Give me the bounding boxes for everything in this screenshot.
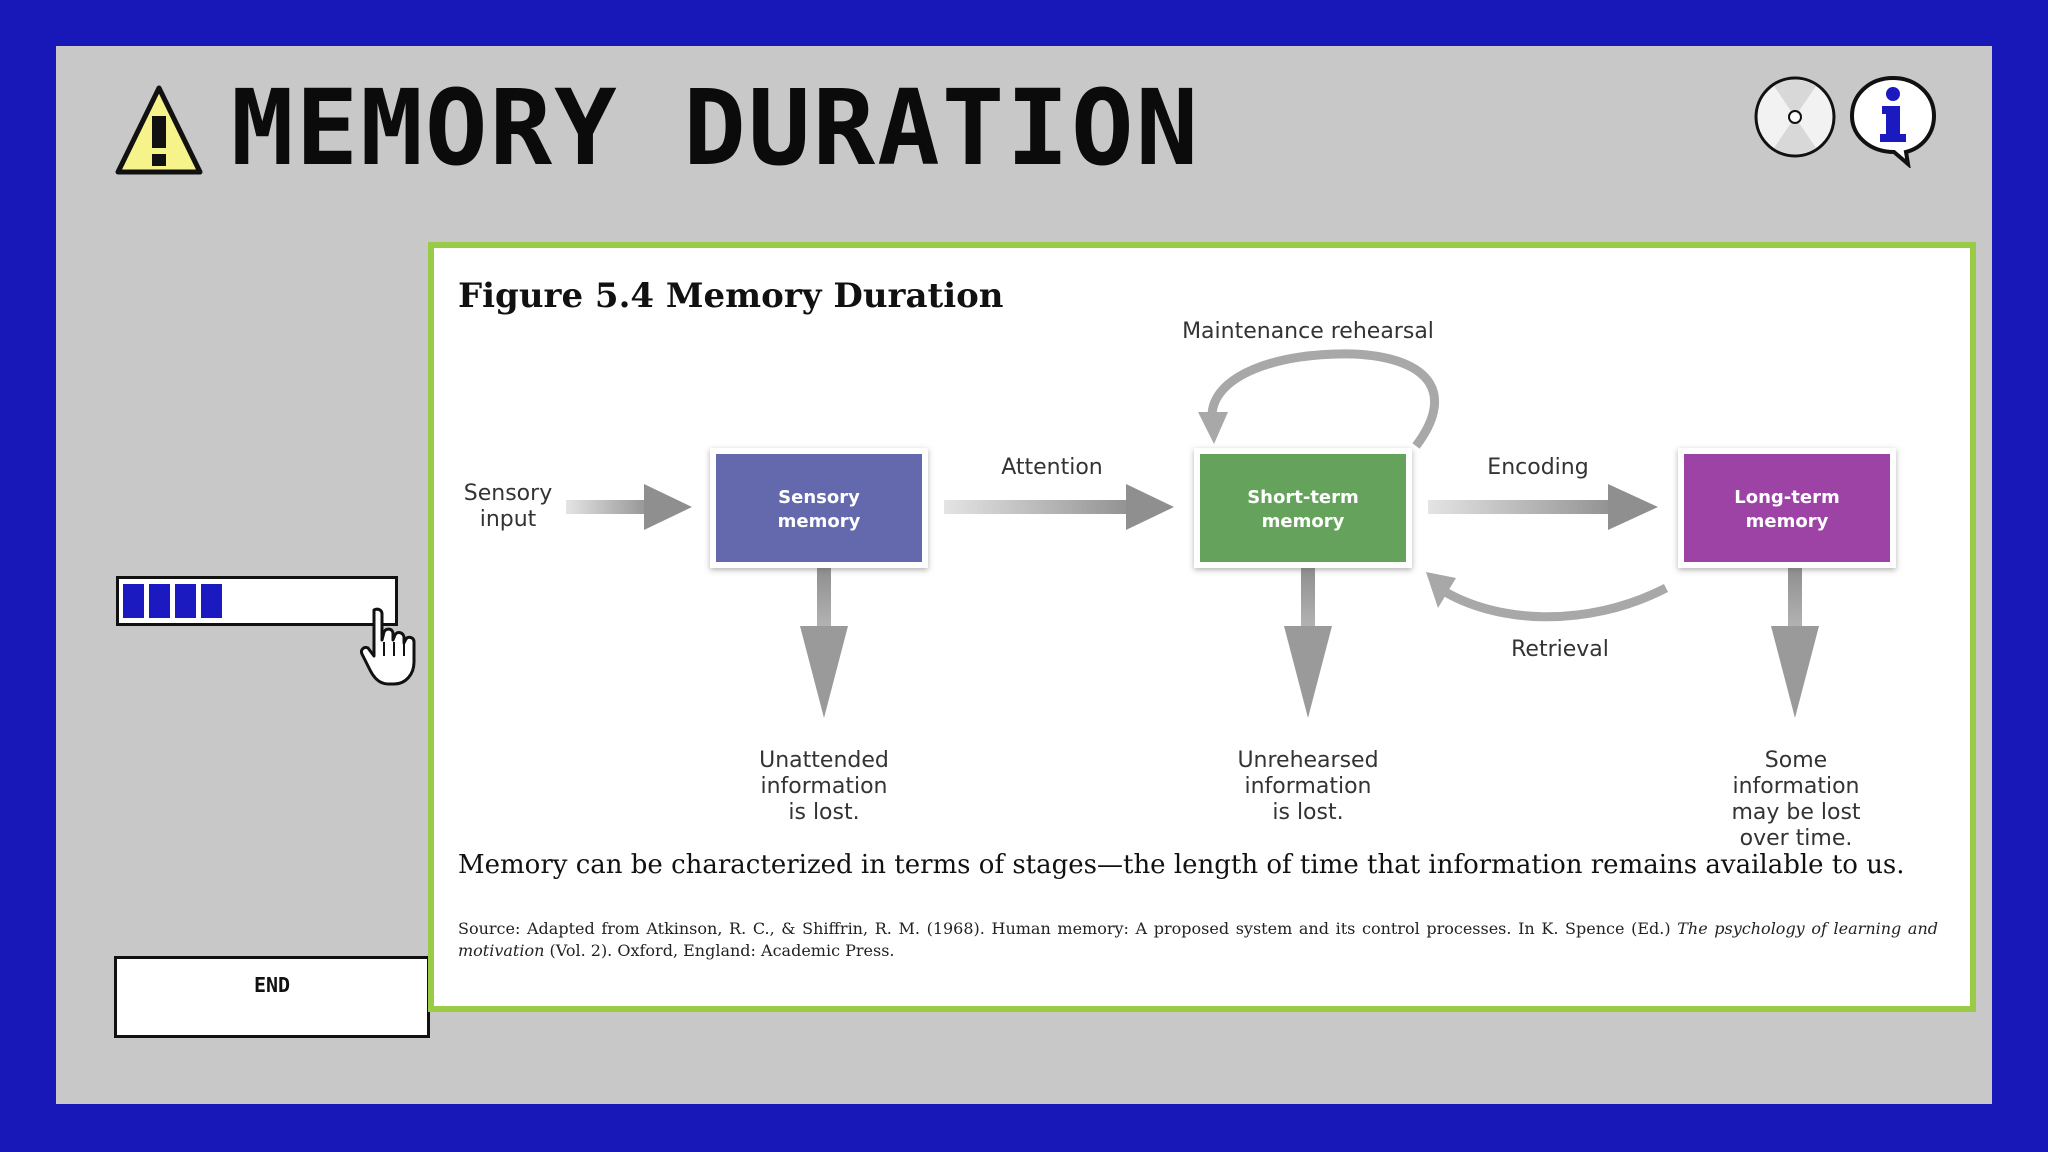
figure-card: Sensory memory Short-term memory Long-te… [428, 242, 1976, 1012]
figure-caption: Memory can be characterized in terms of … [458, 850, 1905, 880]
maintenance-rehearsal-label: Maintenance rehearsal [1182, 319, 1434, 344]
arrow-sensory-loss [800, 568, 848, 718]
short-term-loss-label-3: is lost. [1272, 800, 1343, 825]
source-text: Source: Adapted from Atkinson, R. C., & … [458, 919, 1678, 938]
sensory-memory-label: Sensory [778, 487, 860, 508]
attention-label: Attention [1001, 455, 1103, 480]
short-term-memory-fill [1200, 454, 1406, 562]
warning-icon [115, 85, 203, 175]
hand-cursor-icon [360, 607, 416, 686]
figure-source: Source: Adapted from Atkinson, R. C., & … [458, 918, 1938, 962]
sensory-loss-label: Unattended [759, 748, 889, 773]
long-term-memory-label: Long-term [1734, 487, 1839, 508]
short-term-loss-label: Unrehearsed [1237, 748, 1378, 773]
long-term-loss-label-3: may be lost [1731, 800, 1860, 825]
source-text-end: (Vol. 2). Oxford, England: Academic Pres… [544, 941, 895, 960]
arrow-short-term-loss [1284, 568, 1332, 718]
long-term-memory-box: Long-term memory [1678, 448, 1896, 568]
arrow-attention [944, 484, 1174, 530]
source-book-title: The psychology of learning and motivatio… [458, 919, 1939, 960]
figure-title: Figure 5.4 Memory Duration [458, 276, 1004, 316]
arrow-maintenance-rehearsal [1198, 349, 1439, 449]
progress-bar [116, 576, 398, 626]
long-term-loss-label-4: over time. [1740, 826, 1853, 851]
sensory-input-label-2: input [480, 507, 537, 532]
sensory-loss-label-2: information [761, 774, 888, 799]
arrow-retrieval [1426, 572, 1669, 622]
sensory-memory-label-2: memory [778, 511, 861, 532]
long-term-memory-label-2: memory [1746, 511, 1829, 532]
sensory-memory-fill [716, 454, 922, 562]
app-window: MEMORY DURATION END [56, 46, 1992, 1104]
arrow-encoding [1428, 484, 1658, 530]
short-term-memory-label-2: memory [1262, 511, 1345, 532]
long-term-loss-label-2: information [1733, 774, 1860, 799]
info-icon[interactable] [1846, 72, 1940, 168]
arrow-sensory-input [566, 484, 692, 530]
end-button[interactable]: END [114, 956, 430, 1038]
short-term-memory-box: Short-term memory [1194, 448, 1412, 568]
retrieval-label: Retrieval [1511, 637, 1609, 662]
short-term-loss-label-2: information [1245, 774, 1372, 799]
memory-diagram: Sensory memory Short-term memory Long-te… [464, 319, 1896, 851]
arrow-long-term-loss [1771, 568, 1819, 718]
sensory-memory-box: Sensory memory [710, 448, 928, 568]
progress-fill [123, 584, 222, 618]
sensory-input-label: Sensory [464, 481, 552, 506]
sensory-loss-label-3: is lost. [788, 800, 859, 825]
long-term-loss-label: Some [1765, 748, 1827, 773]
cd-icon[interactable] [1752, 74, 1838, 160]
page-title: MEMORY DURATION [231, 67, 1201, 189]
encoding-label: Encoding [1487, 455, 1588, 480]
long-term-memory-fill [1684, 454, 1890, 562]
short-term-memory-label: Short-term [1247, 487, 1359, 508]
